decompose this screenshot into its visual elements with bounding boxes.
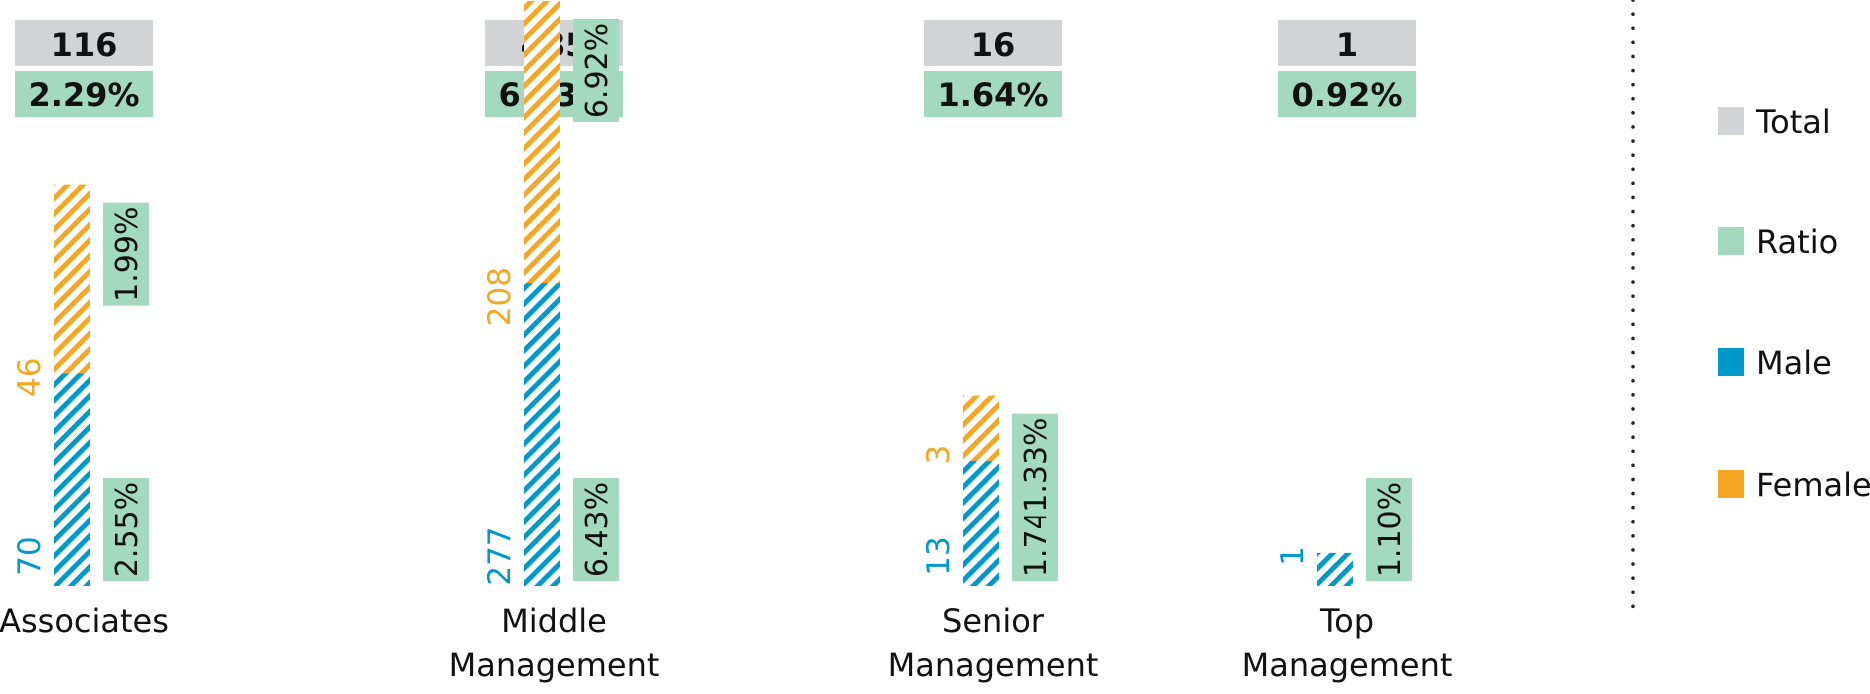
male-ratio-label: 6.43% [580,482,615,577]
total-ratio-box [1278,71,1416,117]
male-ratio-label: 1.10% [1373,482,1408,577]
total-label: 116 [51,26,118,64]
male-value-label: 70 [12,536,48,575]
male-value-label: 1 [1275,546,1311,566]
legend-label-ratio: Ratio [1756,223,1838,261]
male-ratio-box [573,478,619,581]
bar-female [54,184,90,374]
female-ratio-box [1012,413,1058,517]
female-value-label: 208 [482,267,518,326]
female-ratio-label: 6.92% [580,23,615,118]
total-box [1278,20,1416,66]
legend-swatch-male [1718,348,1744,376]
male-ratio-box [1366,478,1412,581]
legend-label-male: Male [1756,344,1832,382]
total-label: 1 [1336,26,1358,64]
male-ratio-label: 2.55% [110,482,145,577]
female-ratio-label: 1.33% [1019,417,1054,512]
female-ratio-box [103,202,149,306]
total-ratio-box [15,71,153,117]
category-groups: 1162.29%702.55%461.99%Associates4856.63%… [0,0,1453,684]
total-ratio-box [924,71,1062,117]
total-ratio-label: 2.29% [28,76,139,114]
total-box [924,20,1062,66]
male-ratio-box [103,478,149,581]
bar-male [524,283,560,586]
legend-label-total: Total [1755,103,1831,141]
legend-swatch-female [1718,470,1744,498]
female-value-label: 3 [921,445,957,465]
male-value-label: 277 [482,526,518,585]
total-label: 16 [971,26,1016,64]
female-ratio-label: 1.99% [110,207,145,302]
category-group: 116 2.29% 70 2.55% 46 1.99% Associates [0,20,169,640]
bar-female [524,0,560,284]
female-value-label: 46 [12,358,48,397]
bar-male [963,460,999,586]
bar-male [1317,552,1353,586]
total-ratio-label: 0.92% [1291,76,1402,114]
legend-swatch-total [1718,107,1744,135]
category-label: Associates [0,602,169,640]
legend-swatch-ratio [1718,227,1744,255]
bar-male [54,373,90,586]
female-ratio-box [573,18,619,122]
male-value-label: 13 [921,536,957,575]
total-box [15,20,153,66]
total-ratio-label: 1.64% [937,76,1048,114]
bar-female [963,395,999,461]
legend-label-female: Female [1756,466,1870,504]
